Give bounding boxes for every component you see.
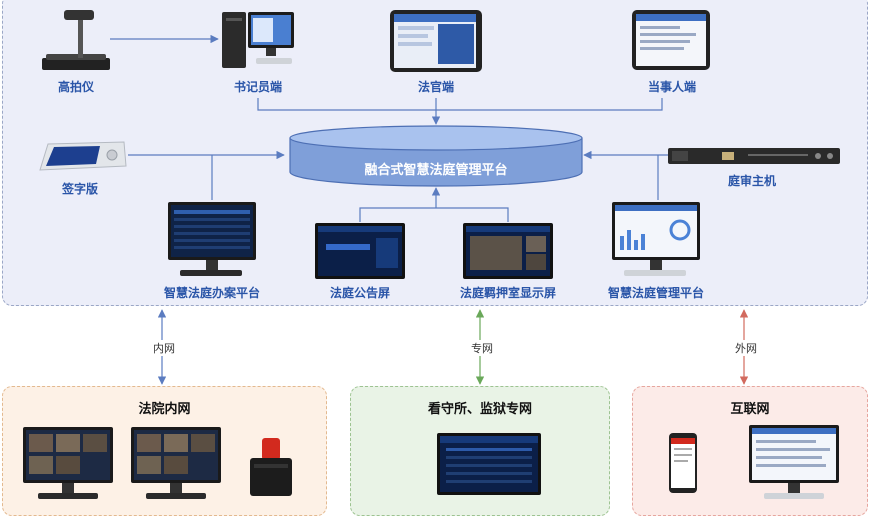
- document-camera-icon: [42, 10, 110, 70]
- detention-screen-icon: [463, 223, 553, 279]
- private-network-label: 专网: [469, 340, 495, 356]
- mobile-phone-icon: [669, 433, 697, 493]
- signature-pad-icon: [39, 141, 127, 171]
- court-device-icon: [250, 438, 292, 496]
- judge-label: 法官端: [417, 80, 454, 94]
- court-monitor-right-icon: [131, 427, 221, 499]
- judge-tablet-icon: [390, 10, 482, 72]
- center-platform-cylinder: [289, 125, 583, 187]
- detention-screen-label: 法庭羁押室显示屏: [459, 286, 556, 300]
- center-platform-label: 融合式智慧法庭管理平台: [364, 163, 508, 178]
- party-label: 当事人端: [647, 80, 696, 94]
- mgmt-platform-label: 智慧法庭管理平台: [607, 286, 704, 300]
- top-terminal-bus: [257, 98, 663, 111]
- court-zone-title: 法院内网: [138, 402, 191, 417]
- intranet-label: 内网: [151, 340, 177, 356]
- mgmt-platform-monitor-icon: [612, 202, 700, 276]
- camera-label: 高拍仪: [57, 80, 94, 94]
- internet-monitor-icon: [749, 425, 839, 499]
- clerk-label: 书记员端: [233, 80, 282, 94]
- connector-lines: [110, 34, 749, 385]
- prison-screen-icon: [437, 433, 541, 495]
- screen-bus: [359, 207, 509, 222]
- extranet-label: 外网: [733, 340, 759, 356]
- internet-zone-title: 互联网: [730, 402, 770, 417]
- case-platform-label: 智慧法庭办案平台: [163, 286, 260, 300]
- host-label: 庭审主机: [727, 174, 776, 188]
- notice-screen-label: 法庭公告屏: [329, 286, 390, 300]
- party-tablet-icon: [632, 10, 710, 70]
- court-monitor-left-icon: [23, 427, 113, 499]
- case-platform-monitor-icon: [168, 202, 256, 276]
- clerk-desktop-icon: [222, 12, 294, 68]
- trial-host-icon: [668, 148, 840, 164]
- notice-screen-icon: [315, 223, 405, 279]
- prison-zone-title: 看守所、监狱专网: [427, 402, 532, 417]
- signpad-label: 签字版: [61, 182, 98, 196]
